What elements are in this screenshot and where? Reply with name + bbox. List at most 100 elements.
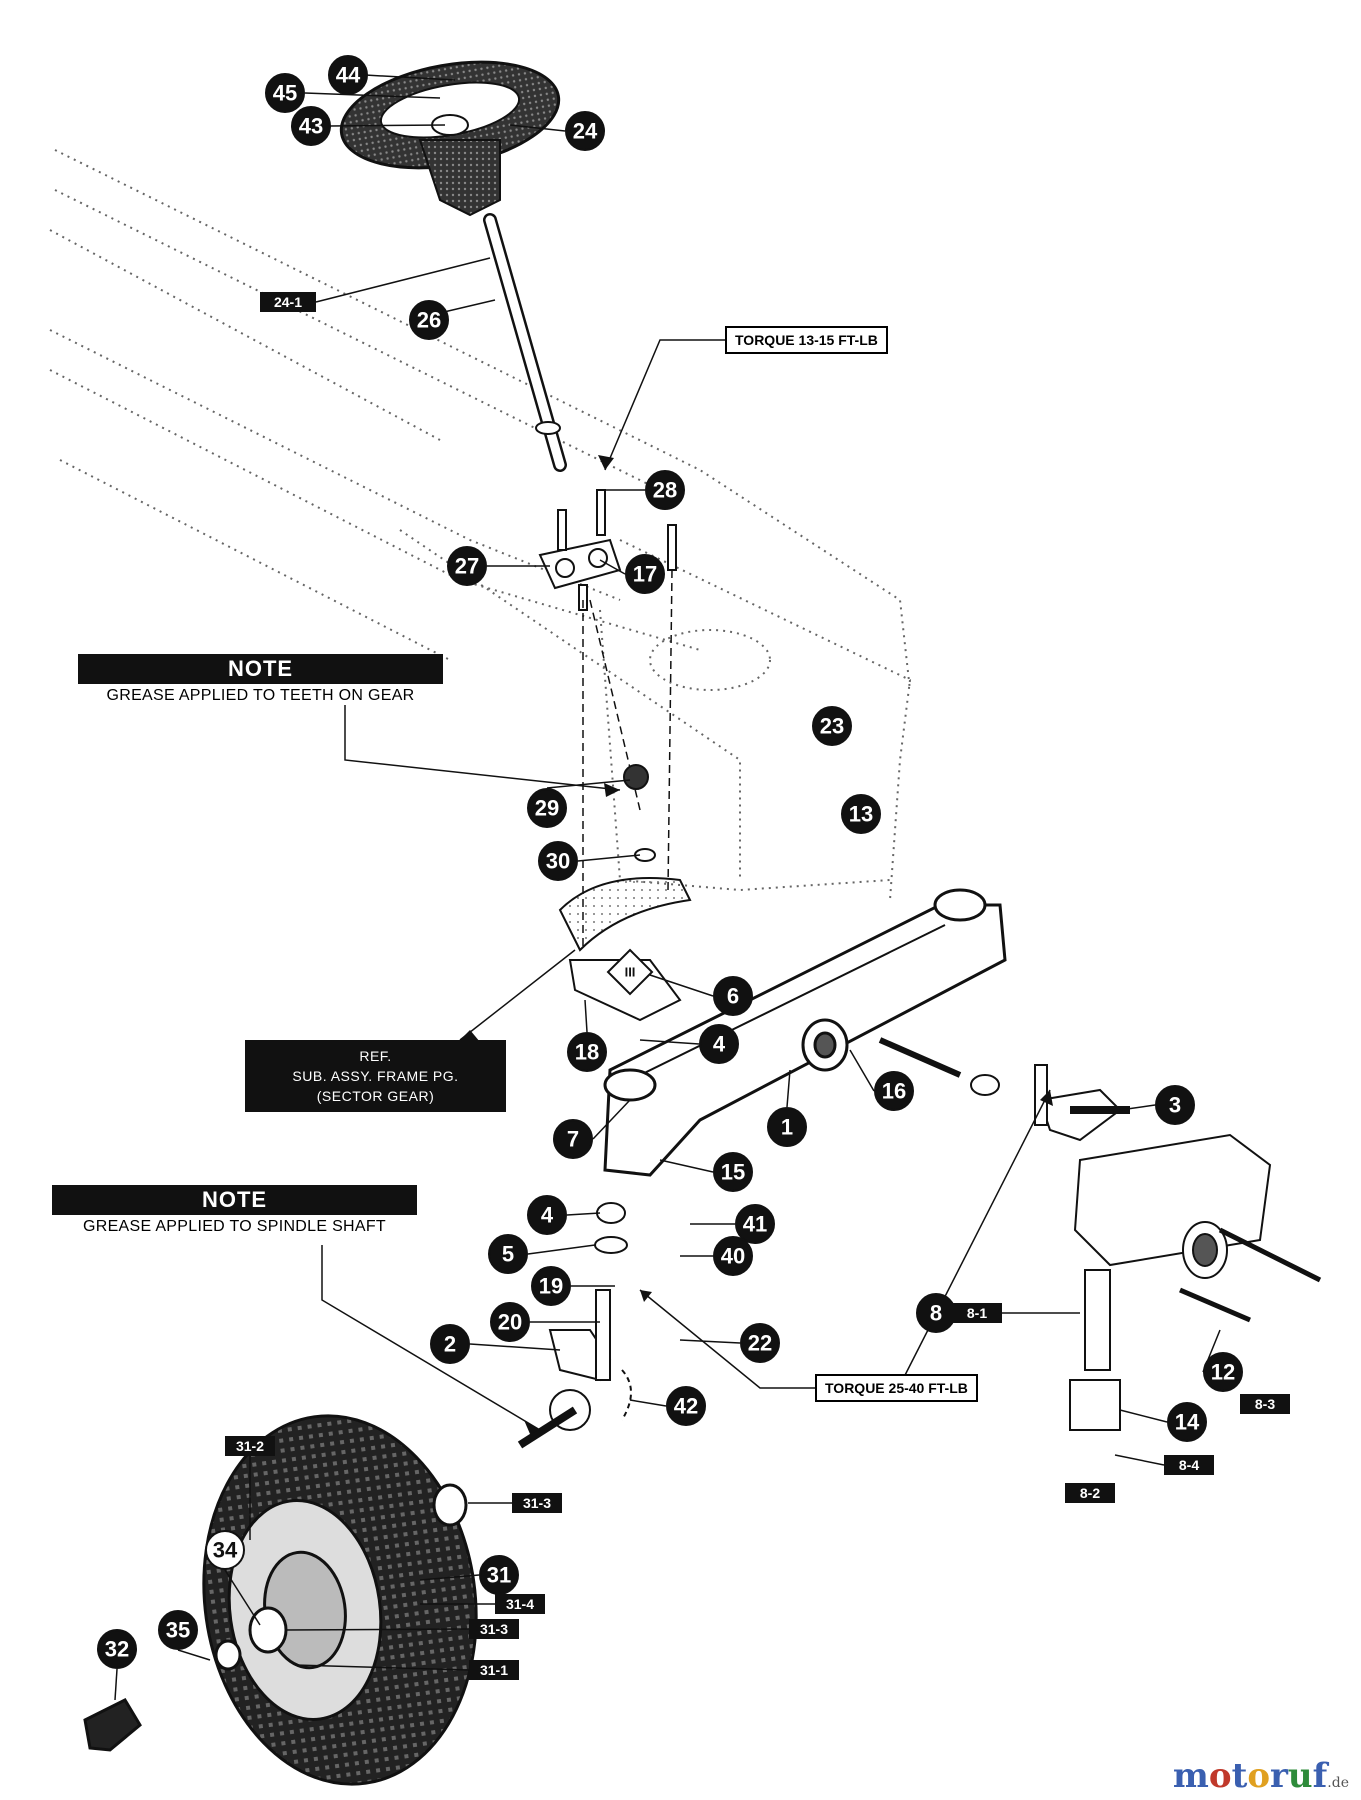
callout-number: 3 [1169,1093,1181,1118]
callout-circle [735,1204,775,1244]
callout-circle [565,111,605,151]
brand-r: r [1270,1756,1288,1796]
callout-3: 3 [1155,1085,1195,1125]
callout-43: 43 [291,106,331,146]
subpart-tag-box [512,1493,562,1513]
callout-4: 4 [699,1024,739,1064]
callout-35: 35 [158,1610,198,1650]
callout-circle [97,1629,137,1669]
callout-number: 28 [653,478,677,503]
callout-28: 28 [645,470,685,510]
brand-o1: o [1208,1756,1232,1796]
callout-number: 2 [444,1332,456,1357]
callout-31: 31 [479,1555,519,1595]
callout-circle [841,794,881,834]
callout-26: 26 [409,300,449,340]
callout-circle [713,976,753,1016]
subpart-tag-label: 24-1 [274,294,302,310]
callout-number: 18 [575,1040,599,1065]
callout-7: 7 [553,1119,593,1159]
subpart-tag-8-1: 8-1 [952,1303,1002,1323]
callout-circle [488,1234,528,1274]
brand-o2: o [1247,1756,1270,1796]
callout-5: 5 [488,1234,528,1274]
subpart-tag-31-3: 31-3 [469,1619,519,1639]
callout-17: 17 [625,554,665,594]
note-gear-head: NOTE [78,654,443,684]
callout-circle [567,1032,607,1072]
callout-circle [447,546,487,586]
frame-rails-reference [49,149,912,901]
callout-circle [409,300,449,340]
brand-tld: .de [1327,1775,1349,1791]
callout-number: 19 [539,1274,563,1299]
callout-number: 34 [213,1538,238,1563]
steering-support-plate [538,489,677,611]
subpart-tag-box [952,1303,1002,1323]
subpart-tag-31-1: 31-1 [469,1660,519,1680]
callout-circle [699,1024,739,1064]
callout-number: 45 [273,81,297,106]
front-axle [603,888,1007,1177]
callout-number: 29 [535,796,559,821]
subpart-tag-31-2: 31-2 [225,1436,275,1456]
callout-number: 4 [713,1032,726,1057]
subpart-tag-31-3: 31-3 [512,1493,562,1513]
mounting-bracket [1069,1133,1322,1431]
callout-circle [812,706,852,746]
reference-box-sector-gear: REF. SUB. ASSY. FRAME PG. (SECTOR GEAR) [245,1040,506,1112]
callout-circle [666,1386,706,1426]
callout-29: 29 [527,788,567,828]
callout-number: 16 [882,1079,906,1104]
callout-44: 44 [328,55,368,95]
callout-30: 30 [538,841,578,881]
callout-24: 24 [565,111,605,151]
subpart-tag-24-1: 24-1 [260,292,316,312]
subpart-tag-label: 31-2 [236,1438,264,1454]
subpart-tag-label: 8-1 [967,1305,987,1321]
note-spindle-text: GREASE APPLIED TO SPINDLE SHAFT [82,1218,387,1235]
assembly-axis-lines [582,569,673,950]
callout-number: 27 [455,554,479,579]
note-spindle-head: NOTE [52,1185,417,1215]
callout-circle [490,1302,530,1342]
subpart-tag-box [1240,1394,1290,1414]
subpart-tag-label: 8-2 [1080,1485,1100,1501]
subpart-tag-label: 31-3 [480,1621,508,1637]
subpart-tag-8-3: 8-3 [1240,1394,1290,1414]
callout-number: 35 [166,1618,190,1643]
callout-19: 19 [531,1266,571,1306]
subpart-tag-8-4: 8-4 [1164,1455,1214,1475]
brand-m: m [1172,1756,1209,1796]
steering-shaft [483,213,567,472]
callout-circle [740,1323,780,1363]
callout-16: 16 [874,1071,914,1111]
subpart-tag-label: 8-4 [1179,1457,1199,1473]
brand-f: f [1312,1756,1328,1796]
callout-14: 14 [1167,1402,1207,1442]
callout-42: 42 [666,1386,706,1426]
note-spindle-grease: NOTE GREASE APPLIED TO SPINDLE SHAFT [52,1185,417,1236]
callout-circle [553,1119,593,1159]
note-gear-grease: NOTE GREASE APPLIED TO TEETH ON GEAR [78,654,443,705]
ref-line-1: REF. [359,1048,392,1064]
callout-27: 27 [447,546,487,586]
subpart-tag-label: 31-1 [480,1662,508,1678]
callout-number: 7 [567,1127,579,1152]
subpart-tag-box [1065,1483,1115,1503]
callout-18: 18 [567,1032,607,1072]
callout-circle [205,1530,245,1570]
callout-number: 22 [748,1331,772,1356]
subpart-tag-box [469,1619,519,1639]
callout-number: 20 [498,1310,522,1335]
callout-number: 40 [721,1244,745,1269]
callout-number: 13 [849,802,873,827]
callout-circle [713,1152,753,1192]
callout-number: 8 [930,1301,942,1326]
callout-circle [328,55,368,95]
callout-45: 45 [265,73,305,113]
tag-layer: 24-18-18-38-48-231-231-331-431-331-1 [225,292,1290,1680]
callout-6: 6 [713,976,753,1016]
callout-circle [158,1610,198,1650]
callout-number: 4 [541,1203,554,1228]
